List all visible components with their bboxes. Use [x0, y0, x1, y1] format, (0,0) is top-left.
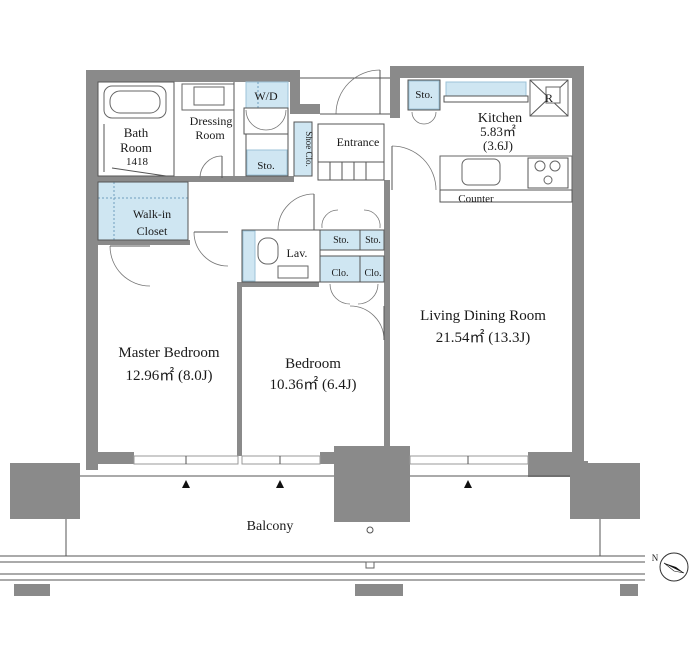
svg-text:N: N [652, 553, 659, 563]
north-arrow-icon: N [652, 552, 689, 582]
windows [133, 77, 529, 465]
dressing-label-1: Dressing [190, 114, 233, 128]
dressing-label-2: Room [195, 128, 225, 142]
balcony-area [0, 475, 645, 596]
walkin-label-2: Closet [137, 224, 168, 238]
lavatory [241, 229, 321, 283]
triangle-up-icon [464, 480, 472, 488]
washer-dryer [243, 81, 289, 135]
master-bedroom-label: Master Bedroom [118, 345, 220, 361]
storage-right-label: Sto. [365, 235, 381, 246]
bath-room [97, 81, 235, 177]
kitchen-area: 5.83㎡ [480, 124, 516, 139]
walk-in-closet [97, 181, 189, 241]
room-labels: Bath Room 1418 Dressing Room W/D Sto. Sh… [118, 89, 553, 534]
door-swings [109, 145, 437, 341]
living-label: Living Dining Room [420, 308, 546, 324]
window-markers [182, 480, 472, 488]
counter-label: Counter [458, 193, 494, 205]
bath-label-3: 1418 [126, 156, 149, 168]
balcony-label: Balcony [247, 519, 294, 534]
kitchen-jo: (3.6J) [483, 138, 513, 153]
entrance-label: Entrance [337, 135, 380, 149]
storage-left-label: Sto. [333, 235, 349, 246]
kitchen-storage-label: Sto. [415, 89, 433, 101]
storage-dressing-label: Sto. [257, 160, 275, 172]
entrance-area [317, 69, 390, 181]
closet-left-label: Clo. [332, 268, 349, 279]
wd-label: W/D [254, 89, 278, 103]
walkin-label-1: Walk-in [133, 207, 171, 221]
lav-label: Lav. [287, 246, 308, 260]
kitchen [407, 79, 573, 203]
fridge-label: R [545, 91, 553, 105]
shoe-closet-label: Shoe Clo. [304, 131, 314, 167]
columns [10, 446, 640, 522]
closet-right-label: Clo. [365, 268, 382, 279]
triangle-up-icon [276, 480, 284, 488]
storage-dressing [245, 133, 289, 177]
kitchen-label: Kitchen [478, 111, 522, 126]
bath-label-2: Room [120, 140, 152, 155]
shoe-closet [293, 121, 313, 177]
bedroom-area: 10.36㎡ (6.4J) [269, 376, 356, 393]
living-area: 21.54㎡ (13.3J) [436, 329, 531, 346]
storage-cluster [319, 209, 385, 305]
bath-label-1: Bath [124, 125, 149, 140]
master-bedroom-area: 12.96㎡ (8.0J) [125, 367, 212, 384]
triangle-up-icon [182, 480, 190, 488]
bedroom-label: Bedroom [285, 356, 341, 372]
